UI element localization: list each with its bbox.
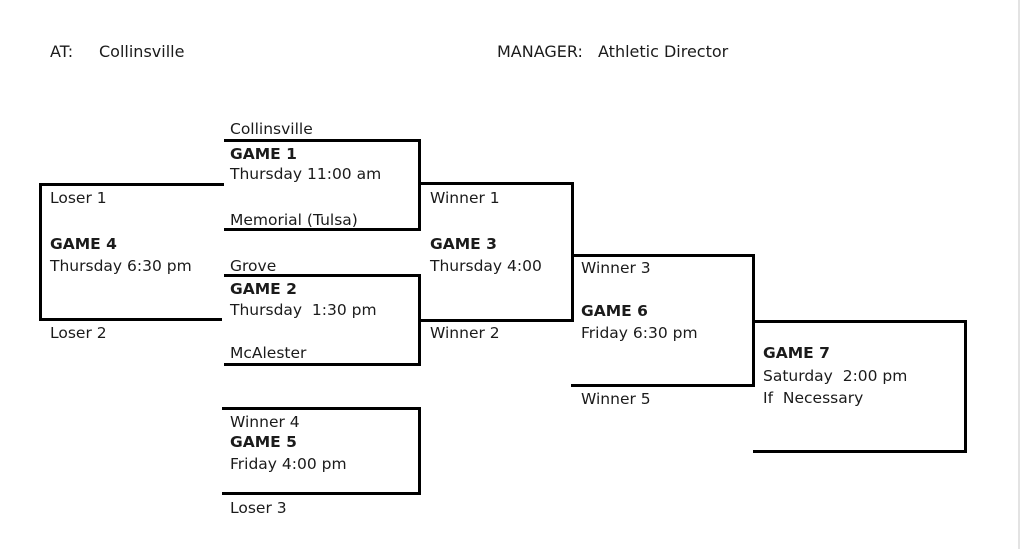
game-1-bottom-line bbox=[224, 228, 421, 231]
game-7-top-line bbox=[753, 320, 967, 323]
game-6-time: Friday 6:30 pm bbox=[581, 324, 698, 342]
game-6-top-slot: Winner 3 bbox=[581, 259, 651, 277]
game-6-bottom-slot: Winner 5 bbox=[581, 390, 651, 408]
game-2-top-line bbox=[224, 274, 421, 277]
at-value: Collinsville bbox=[99, 42, 185, 61]
game-5-top-slot: Winner 4 bbox=[230, 413, 300, 431]
game-6-top-line bbox=[571, 254, 755, 257]
game-2-top-team: Grove bbox=[230, 257, 277, 275]
game-7-title: GAME 7 bbox=[763, 344, 830, 362]
game-4-bottom-slot: Loser 2 bbox=[50, 324, 107, 342]
game-3-top-slot: Winner 1 bbox=[430, 189, 500, 207]
game-4-top-line bbox=[39, 183, 224, 186]
game-2-bottom-line bbox=[224, 363, 421, 366]
game-4-top-slot: Loser 1 bbox=[50, 189, 107, 207]
game-1-top-team: Collinsville bbox=[230, 120, 313, 138]
game-3-top-line bbox=[419, 182, 574, 185]
game-3-bottom-slot: Winner 2 bbox=[430, 324, 500, 342]
manager-value: Athletic Director bbox=[598, 42, 729, 61]
game-7-bottom-line bbox=[753, 450, 967, 453]
manager-label: MANAGER: bbox=[497, 42, 583, 61]
game-4-bottom-line bbox=[39, 318, 222, 321]
game-2-time: Thursday 1:30 pm bbox=[230, 301, 377, 319]
game-7-note: If Necessary bbox=[763, 389, 864, 407]
game-3-bottom-line bbox=[419, 319, 574, 322]
game-5-right-line bbox=[418, 407, 421, 495]
game-5-title: GAME 5 bbox=[230, 433, 297, 451]
game-2-bottom-team: McAlester bbox=[230, 344, 307, 362]
at-label: AT: bbox=[50, 42, 74, 61]
game-3-right-line bbox=[571, 182, 574, 322]
game-4-left-line bbox=[39, 183, 42, 321]
game-1-top-line bbox=[224, 139, 421, 142]
game-7-time: Saturday 2:00 pm bbox=[763, 367, 908, 385]
game-3-title: GAME 3 bbox=[430, 235, 497, 253]
game-5-time: Friday 4:00 pm bbox=[230, 455, 347, 473]
game-7-right-line bbox=[964, 320, 967, 453]
game-5-top-line bbox=[222, 407, 421, 410]
game-2-title: GAME 2 bbox=[230, 280, 297, 298]
page-edge-line bbox=[1018, 0, 1020, 549]
game-4-title: GAME 4 bbox=[50, 235, 117, 253]
game-3-time: Thursday 4:00 bbox=[430, 257, 542, 275]
game-4-time: Thursday 6:30 pm bbox=[50, 257, 192, 275]
game-6-bottom-line bbox=[571, 384, 755, 387]
game-6-title: GAME 6 bbox=[581, 302, 648, 320]
game-1-title: GAME 1 bbox=[230, 145, 297, 163]
game-5-bottom-line bbox=[222, 492, 421, 495]
game-1-right-line bbox=[418, 139, 421, 231]
game-1-time: Thursday 11:00 am bbox=[230, 165, 382, 183]
game-1-bottom-team: Memorial (Tulsa) bbox=[230, 211, 358, 229]
game-5-bottom-slot: Loser 3 bbox=[230, 499, 287, 517]
